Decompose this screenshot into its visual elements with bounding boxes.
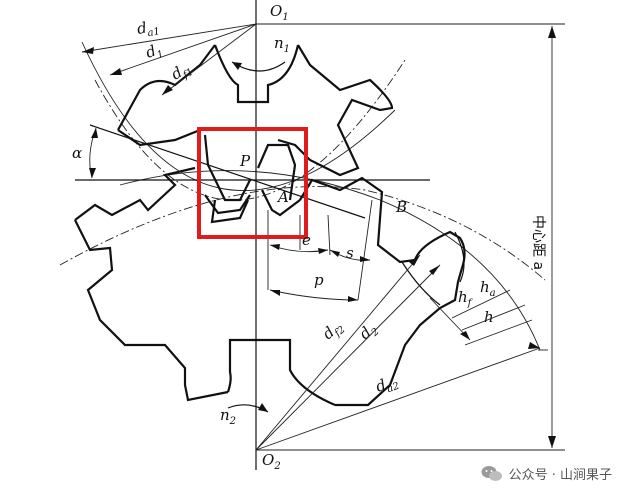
meshing-teeth (203, 134, 301, 224)
o2-diameter-lines (255, 254, 541, 451)
label-p-point: P (239, 152, 251, 170)
label-s: s (346, 244, 354, 262)
upper-keyway (213, 44, 300, 104)
label-n1: n1 (274, 34, 290, 55)
label-h: h (484, 308, 494, 326)
label-b-point: B (395, 198, 407, 216)
lower-tooth-detail (401, 231, 465, 306)
pitch-dimensions (267, 199, 373, 302)
label-hf: hf (458, 288, 474, 309)
labels: O1 O2 n1 n2 da1 d1 df1 df2 d2 da2 α P A … (72, 2, 546, 472)
label-n2: n2 (220, 406, 236, 427)
label-alpha: α (72, 144, 82, 162)
center-distance-dimension (256, 23, 565, 451)
label-ha: ha (480, 278, 496, 299)
wechat-icon (481, 465, 502, 481)
line-of-action (89, 124, 366, 219)
label-d2: d2 (356, 319, 382, 345)
label-o2: O2 (262, 451, 281, 472)
label-da2: da2 (373, 371, 401, 398)
label-d1: d1 (143, 39, 165, 64)
label-df2: df2 (319, 317, 348, 346)
lower-keyway (226, 338, 336, 407)
label-df1: df1 (168, 58, 196, 86)
lower-addendum-circle (119, 170, 541, 351)
label-da1: da1 (136, 16, 161, 40)
watermark: 公众号 · 山涧果子 (481, 464, 612, 483)
watermark-text: 公众号 · 山涧果子 (508, 468, 612, 483)
label-e: e (302, 231, 311, 249)
upper-pitch-circle (94, 59, 406, 201)
lower-pitch-circle (59, 186, 546, 281)
label-a-point: A (276, 188, 289, 206)
tooth-height-dimensions (429, 289, 533, 346)
n1-arrowhead (232, 62, 242, 70)
label-p: p (314, 271, 324, 289)
lower-gear (59, 166, 546, 413)
label-center-distance: 中心距 a (530, 215, 546, 270)
o1-diameter-lines (81, 23, 257, 96)
label-o1: O1 (270, 2, 289, 23)
highlight-box (197, 127, 308, 239)
lower-gear-outline (74, 166, 466, 407)
n2-arrowhead (258, 403, 268, 412)
